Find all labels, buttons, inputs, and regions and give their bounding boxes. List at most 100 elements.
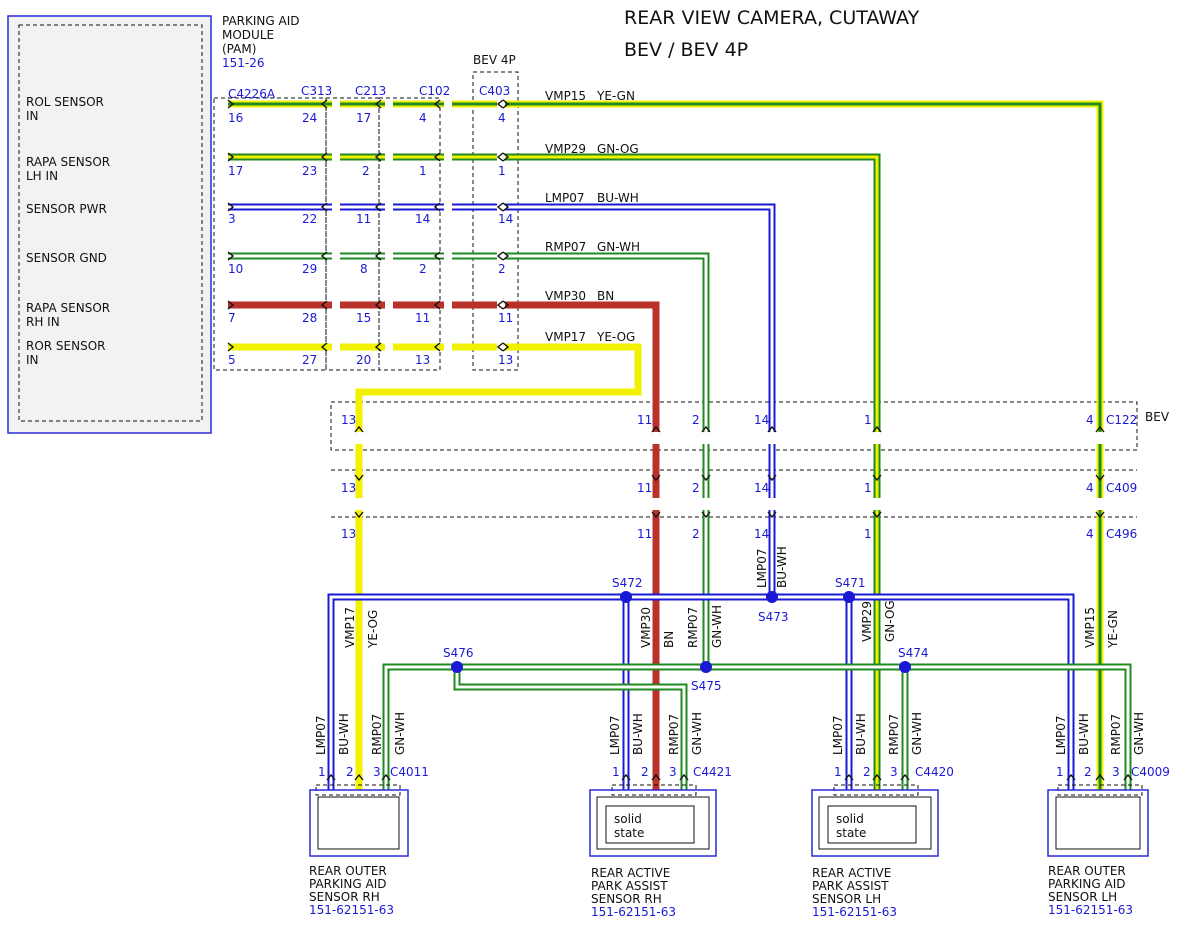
terminal-arrow	[621, 773, 631, 781]
sensor-pin: 2	[1084, 765, 1092, 779]
splices: S472 S473 S471 S476 S475 S474	[443, 576, 929, 693]
circuit-color: YE-GN	[596, 89, 635, 103]
label-gn-og: GN-OG	[883, 600, 897, 642]
terminal-arrow	[651, 474, 661, 482]
terminal-arrow	[1123, 773, 1133, 781]
pin-num: 4	[498, 111, 506, 125]
label-bu-wh: BU-WH	[854, 713, 868, 755]
sensor-pin: 1	[1056, 765, 1064, 779]
terminal-arrow	[651, 773, 661, 781]
wire-vmp29	[222, 153, 881, 790]
sensor-name-1: REAR ACTIVE	[812, 866, 891, 880]
label-rmp07: RMP07	[1109, 714, 1123, 755]
terminal-arrow	[433, 342, 441, 352]
label-gn-wh: GN-WH	[910, 712, 924, 755]
label-rmp07: RMP07	[667, 714, 681, 755]
sensor-rear-active-rh: solid state 1 2 3 C4421 REAR ACTIVE PARK…	[589, 765, 732, 919]
terminal-arrow	[651, 511, 661, 519]
sensor-ref: 151-62151-63	[1048, 903, 1133, 917]
connector-c496: C496	[1106, 527, 1137, 541]
pin-num: 2	[419, 262, 427, 276]
terminal-arrow	[502, 99, 510, 109]
connector-c4226a: C4226A	[228, 87, 276, 101]
pin-num: 1	[419, 164, 427, 178]
terminal-arrow	[1095, 474, 1105, 482]
label-lmp07: LMP07	[608, 715, 622, 755]
terminal-arrow	[227, 99, 235, 109]
label-bu-wh: BU-WH	[631, 713, 645, 755]
sensor-name-3: SENSOR RH	[591, 892, 662, 906]
circuit-name: VMP30	[545, 289, 586, 303]
pin-num: 11	[356, 212, 371, 226]
module-name-line3: (PAM)	[222, 42, 256, 56]
splice-s471	[843, 591, 855, 603]
pin-num: 2	[362, 164, 370, 178]
splice-label-s472: S472	[612, 576, 643, 590]
sensor-ref: 151-62151-63	[309, 903, 394, 917]
terminal-arrow	[320, 300, 328, 310]
wire-rmp07-feed	[222, 252, 710, 667]
pin-num: 4	[1086, 481, 1094, 495]
sensor-name-2: PARK ASSIST	[812, 879, 889, 893]
splice-s472	[620, 591, 632, 603]
sensor-pin: 3	[1112, 765, 1120, 779]
terminal-arrow	[679, 773, 689, 781]
terminal-arrow	[502, 251, 510, 261]
terminal-arrow	[227, 342, 235, 352]
terminal-arrow	[433, 300, 441, 310]
label-bu-wh: BU-WH	[337, 713, 351, 755]
label-lmp07: LMP07	[1054, 715, 1068, 755]
sensor-name-2: PARKING AID	[309, 877, 387, 891]
terminal-arrow	[701, 425, 711, 433]
pin-num: 13	[341, 481, 356, 495]
pin-num: 14	[415, 212, 430, 226]
label-rmp07: RMP07	[370, 714, 384, 755]
pin-label-rol-2: IN	[26, 109, 39, 123]
label-bu-wh: BU-WH	[775, 546, 789, 588]
sensor-inner-2: state	[836, 826, 866, 840]
terminal-arrow	[872, 474, 882, 482]
terminal-arrow	[354, 773, 364, 781]
pin-num: 11	[498, 311, 513, 325]
pin-num: 2	[692, 481, 700, 495]
pin-num: 11	[415, 311, 430, 325]
terminal-arrow	[1095, 511, 1105, 519]
terminal-arrow	[872, 425, 882, 433]
sensor-connector: C4420	[915, 765, 954, 779]
sensor-connector: C4421	[693, 765, 732, 779]
terminal-arrow	[354, 425, 364, 433]
label-lmp07: LMP07	[314, 715, 328, 755]
pin-num: 17	[356, 111, 371, 125]
pin-num: 3	[228, 212, 236, 226]
connector-c409: C409	[1106, 481, 1137, 495]
terminal-arrow	[374, 300, 382, 310]
label-gn-wh: GN-WH	[1132, 712, 1146, 755]
wire-vmp17	[222, 343, 642, 790]
terminal-arrow	[320, 202, 328, 212]
sensor-rear-outer-lh: 1 2 3 C4009 REAR OUTER PARKING AID SENSO…	[1047, 765, 1170, 917]
pin-num: 17	[228, 164, 243, 178]
parking-aid-module: PARKING AID MODULE (PAM) 151-26 ROL SENS…	[7, 14, 300, 434]
pin-num: 14	[754, 527, 769, 541]
connector-c213: C213	[355, 84, 386, 98]
splice-label-s474: S474	[898, 646, 929, 660]
terminal-arrow	[1095, 425, 1105, 433]
sensor-inner-1: solid	[836, 812, 864, 826]
pin-num: 1	[864, 413, 872, 427]
vertical-pin-numbers: 13 11 2 14 1 4 13 11 2 14 1 4 13 11 2 14…	[341, 413, 1094, 541]
sensor-rear-outer-rh: 1 2 3 C4011 REAR OUTER PARKING AID SENSO…	[309, 765, 429, 917]
pin-num: 13	[341, 413, 356, 427]
sensor-pin: 1	[834, 765, 842, 779]
label-lmp07: LMP07	[831, 715, 845, 755]
pin-label-rapa-lh-2: LH IN	[26, 169, 58, 183]
terminal-arrow	[767, 474, 777, 482]
pin-num: 4	[1086, 527, 1094, 541]
circuit-labels: VMP15 YE-GN VMP29 GN-OG LMP07 BU-WH RMP0…	[545, 89, 640, 344]
pin-num: 29	[302, 262, 317, 276]
terminal-arrow	[320, 152, 328, 162]
terminal-arrow	[374, 251, 382, 261]
pin-num: 28	[302, 311, 317, 325]
terminal-arrow	[767, 511, 777, 519]
title-line2: BEV / BEV 4P	[624, 39, 748, 61]
pin-num: 23	[302, 164, 317, 178]
